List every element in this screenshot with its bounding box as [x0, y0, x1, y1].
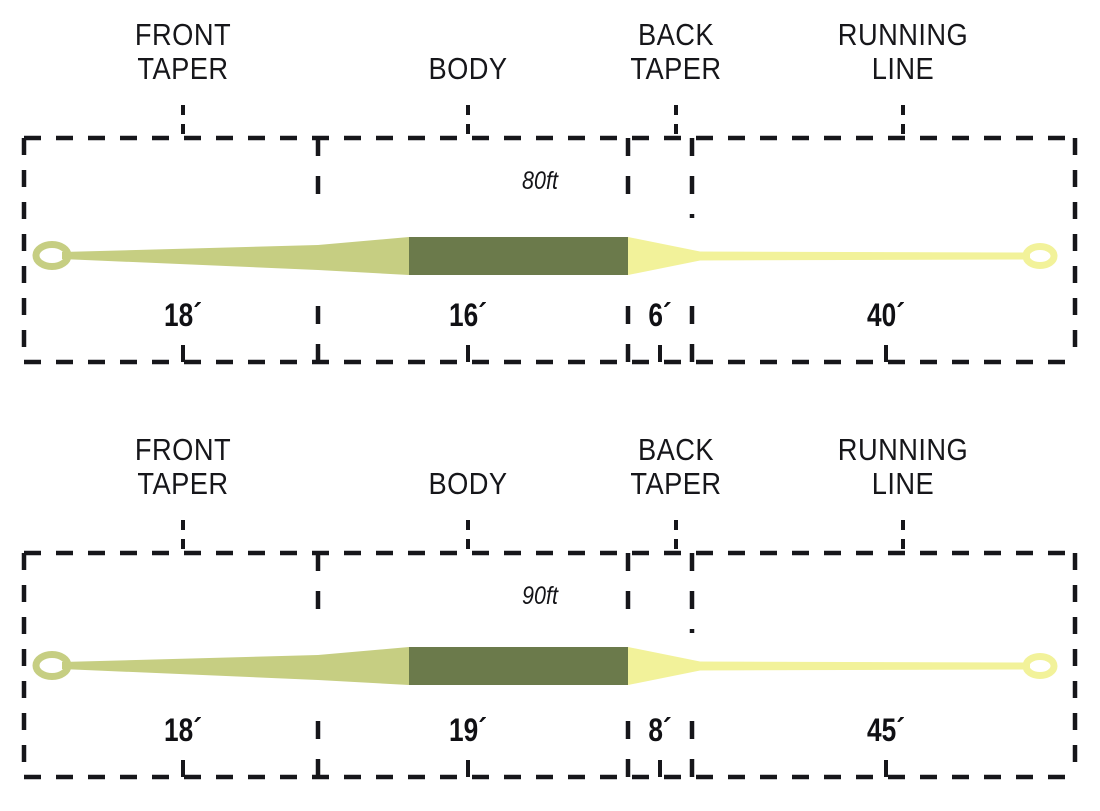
back-taper-shape: [628, 237, 700, 275]
front-loop-icon: [32, 241, 72, 270]
outer-dashed-frame: [21, 135, 1078, 365]
rear-loop-icon: [1022, 653, 1058, 679]
front-taper-shape: [62, 647, 409, 685]
outer-dashed-frame: [21, 550, 1078, 780]
segment-dividers: [315, 553, 695, 777]
taper-diagram-graphics: [21, 520, 1078, 780]
rear-loop-icon: [1022, 243, 1058, 269]
taper-diagram-90ft: FRONT TAPER BODY BACK TAPER RUNNING LINE…: [0, 405, 1100, 805]
segment-dividers: [315, 138, 695, 362]
label-connector-ticks: [181, 520, 905, 553]
length-tick-marks: [181, 345, 888, 362]
label-connector-ticks: [181, 105, 905, 138]
body-shape: [409, 237, 628, 275]
back-taper-shape: [628, 647, 700, 685]
front-loop-icon: [32, 651, 72, 680]
fly-line-profile: [32, 647, 1058, 685]
fly-line-profile: [32, 237, 1058, 275]
length-tick-marks: [181, 760, 888, 777]
running-line-shaft: [692, 251, 1030, 261]
front-taper-shape: [62, 237, 409, 275]
taper-diagram-80ft: FRONT TAPER BODY BACK TAPER RUNNING LINE…: [0, 0, 1100, 400]
body-shape: [409, 647, 628, 685]
running-line-shaft: [692, 661, 1030, 671]
taper-diagram-graphics: [21, 105, 1078, 365]
